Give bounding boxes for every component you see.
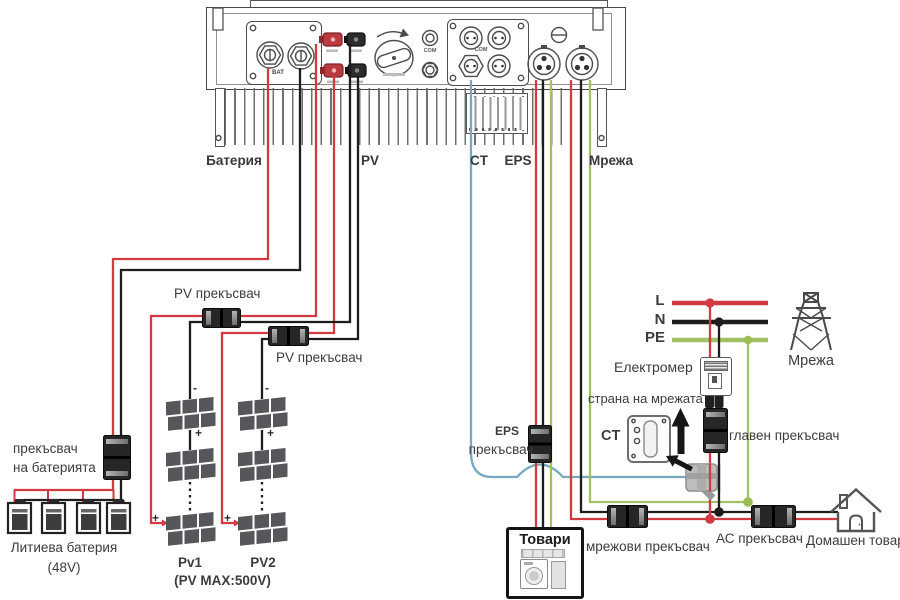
grid-breaker-label: мрежови прекъсвач [586,539,710,554]
arrow-to-ct-icon [666,455,693,472]
pv1-plus-marker: + [152,511,160,525]
com-plate-label: COM [474,47,488,53]
pv-string1-label: Pv1 [177,555,203,570]
ct-clamp-icon [685,463,721,501]
phase-l-label: L [655,292,665,309]
washing-machine-icon [520,559,548,589]
ct-wire [469,80,687,479]
dc-switch-icon [374,28,414,77]
battery-breaker-label-1: прекъсвач [13,441,78,456]
com-terminal-block [466,93,528,134]
pv-breaker2-label: PV прекъсвач [276,350,363,365]
ct-sensor-icon [627,415,671,463]
battery-breaker-label-2: на батерията [13,460,96,475]
eps-breaker-label-1: EPS [494,424,519,438]
junction-dots [705,298,753,524]
battery-voltage-label: (48V) [47,560,81,575]
grid-tower-icon [790,292,832,351]
pv-breaker-2 [268,326,309,346]
port-label-eps: EPS [504,153,532,168]
pv1-mid-plus-marker: + [195,426,203,440]
bat-plate-label: BAT [272,70,284,76]
pv-string2-label: PV2 [250,555,276,570]
ac-breaker-label: АС прекъсвач [716,531,803,546]
grid-side-label: страна на мрежата [588,391,703,406]
fridge-icon [551,561,566,589]
eps-breaker-label-2: прекъсвач [468,442,534,457]
grid-main-breaker [703,408,728,453]
ground-screw-icon [550,26,568,44]
home-load-label: Домашен товар [806,533,900,548]
battery-wires [13,68,302,503]
meter-label: Електромер [614,359,693,375]
loads-box: Товари [506,527,584,599]
battery-name-label: Литиева батерия [10,540,118,555]
grid-breaker [607,505,648,528]
bracket-hooks [212,7,605,142]
eps-breaker [528,425,552,463]
battery-breaker [103,435,131,480]
pv2-minus-marker: - [265,381,269,395]
port-label-battery: Батерия [206,153,262,168]
pv-max-label: (PV MAX:500V) [174,573,271,588]
heatsink-end-right [597,88,607,147]
pv2-mid-plus-marker: + [267,426,275,440]
port-label-ct: CT [470,153,488,168]
port-label-grid: Мрежа [588,153,634,168]
com-round-ports-icon [421,29,439,79]
phase-pe-label: PE [644,329,665,346]
loads-label: Товари [519,532,571,548]
com-plate [447,19,529,86]
pv-string1-panels [166,396,216,546]
energy-meter [700,357,732,396]
port-label-pv: PV [360,153,379,168]
ac-breaker [751,505,796,528]
pv-string2-panels [238,396,288,546]
arrow-up-icon [671,408,690,454]
home-icon [830,487,882,533]
pv-breaker-1 [202,308,241,328]
ct-device-label: CT [601,428,621,444]
pv-wires [149,44,360,527]
pv2-plus-marker: + [224,511,232,525]
main-breaker-label: главен прекъсвач [729,428,840,443]
tower-label: Мрежа [788,353,834,369]
pv-breaker1-label: PV прекъсвач [174,286,261,301]
pv-mc4-connectors-icon [319,32,367,83]
ac-sockets-icon [527,45,599,81]
bat-gland-icon [256,41,315,70]
terminal-dots [469,128,517,131]
inverter-heatsink [215,88,605,145]
phase-n-label: N [654,311,666,328]
meter-indicator [712,376,717,383]
lithium-battery-icons [6,497,132,535]
ac-unit-icon [521,549,565,558]
heatsink-end-left [215,88,225,147]
com-plate-ports-icon [449,22,525,82]
grid-wires [569,80,838,521]
com-port-label: COM [423,48,437,54]
pv1-minus-marker: - [193,381,197,395]
